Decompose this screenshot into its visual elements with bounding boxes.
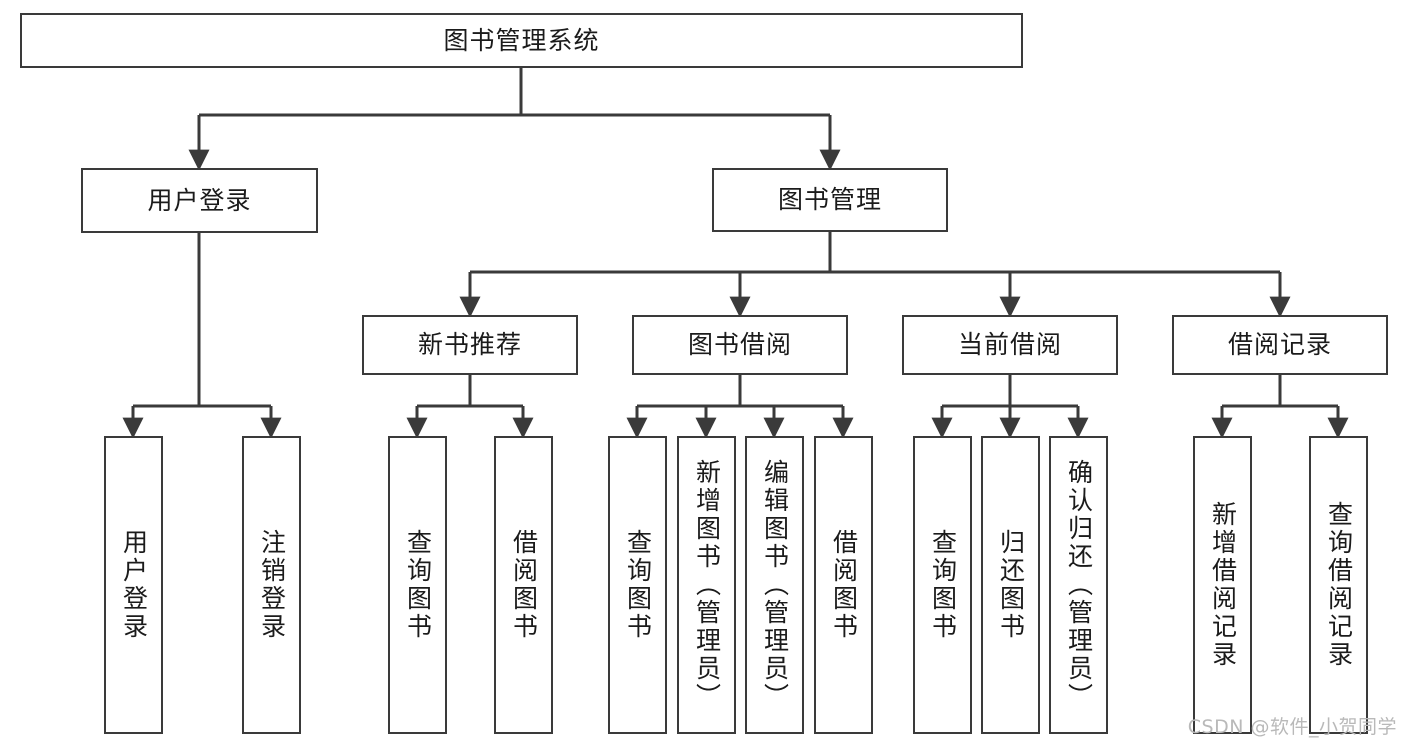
node-leaf-query-record[interactable]: 查询借阅记录 bbox=[1309, 436, 1368, 734]
node-user-login[interactable]: 用户登录 bbox=[81, 168, 318, 233]
watermark-text: CSDN @软件_小贺同学 bbox=[1187, 716, 1397, 738]
node-leaf-query-book-1[interactable]: 查询图书 bbox=[388, 436, 447, 734]
node-leaf-confirm-return[interactable]: 确认归还（管理员） bbox=[1049, 436, 1108, 734]
node-book-borrow[interactable]: 图书借阅 bbox=[632, 315, 848, 375]
node-borrow-record[interactable]: 借阅记录 bbox=[1172, 315, 1388, 375]
node-leaf-query-book-3[interactable]: 查询图书 bbox=[913, 436, 972, 734]
node-leaf-logout-login[interactable]: 注销登录 bbox=[242, 436, 301, 734]
node-leaf-return-book[interactable]: 归还图书 bbox=[981, 436, 1040, 734]
node-leaf-add-record[interactable]: 新增借阅记录 bbox=[1193, 436, 1252, 734]
node-root[interactable]: 图书管理系统 bbox=[20, 13, 1023, 68]
node-leaf-add-book[interactable]: 新增图书（管理员） bbox=[677, 436, 736, 734]
node-leaf-query-book-2[interactable]: 查询图书 bbox=[608, 436, 667, 734]
node-leaf-edit-book[interactable]: 编辑图书（管理员） bbox=[745, 436, 804, 734]
node-leaf-borrow-book-1[interactable]: 借阅图书 bbox=[494, 436, 553, 734]
node-book-manage[interactable]: 图书管理 bbox=[712, 168, 948, 232]
node-leaf-borrow-book-2[interactable]: 借阅图书 bbox=[814, 436, 873, 734]
node-leaf-user-login[interactable]: 用户登录 bbox=[104, 436, 163, 734]
node-new-book-recommend[interactable]: 新书推荐 bbox=[362, 315, 578, 375]
node-current-borrow[interactable]: 当前借阅 bbox=[902, 315, 1118, 375]
